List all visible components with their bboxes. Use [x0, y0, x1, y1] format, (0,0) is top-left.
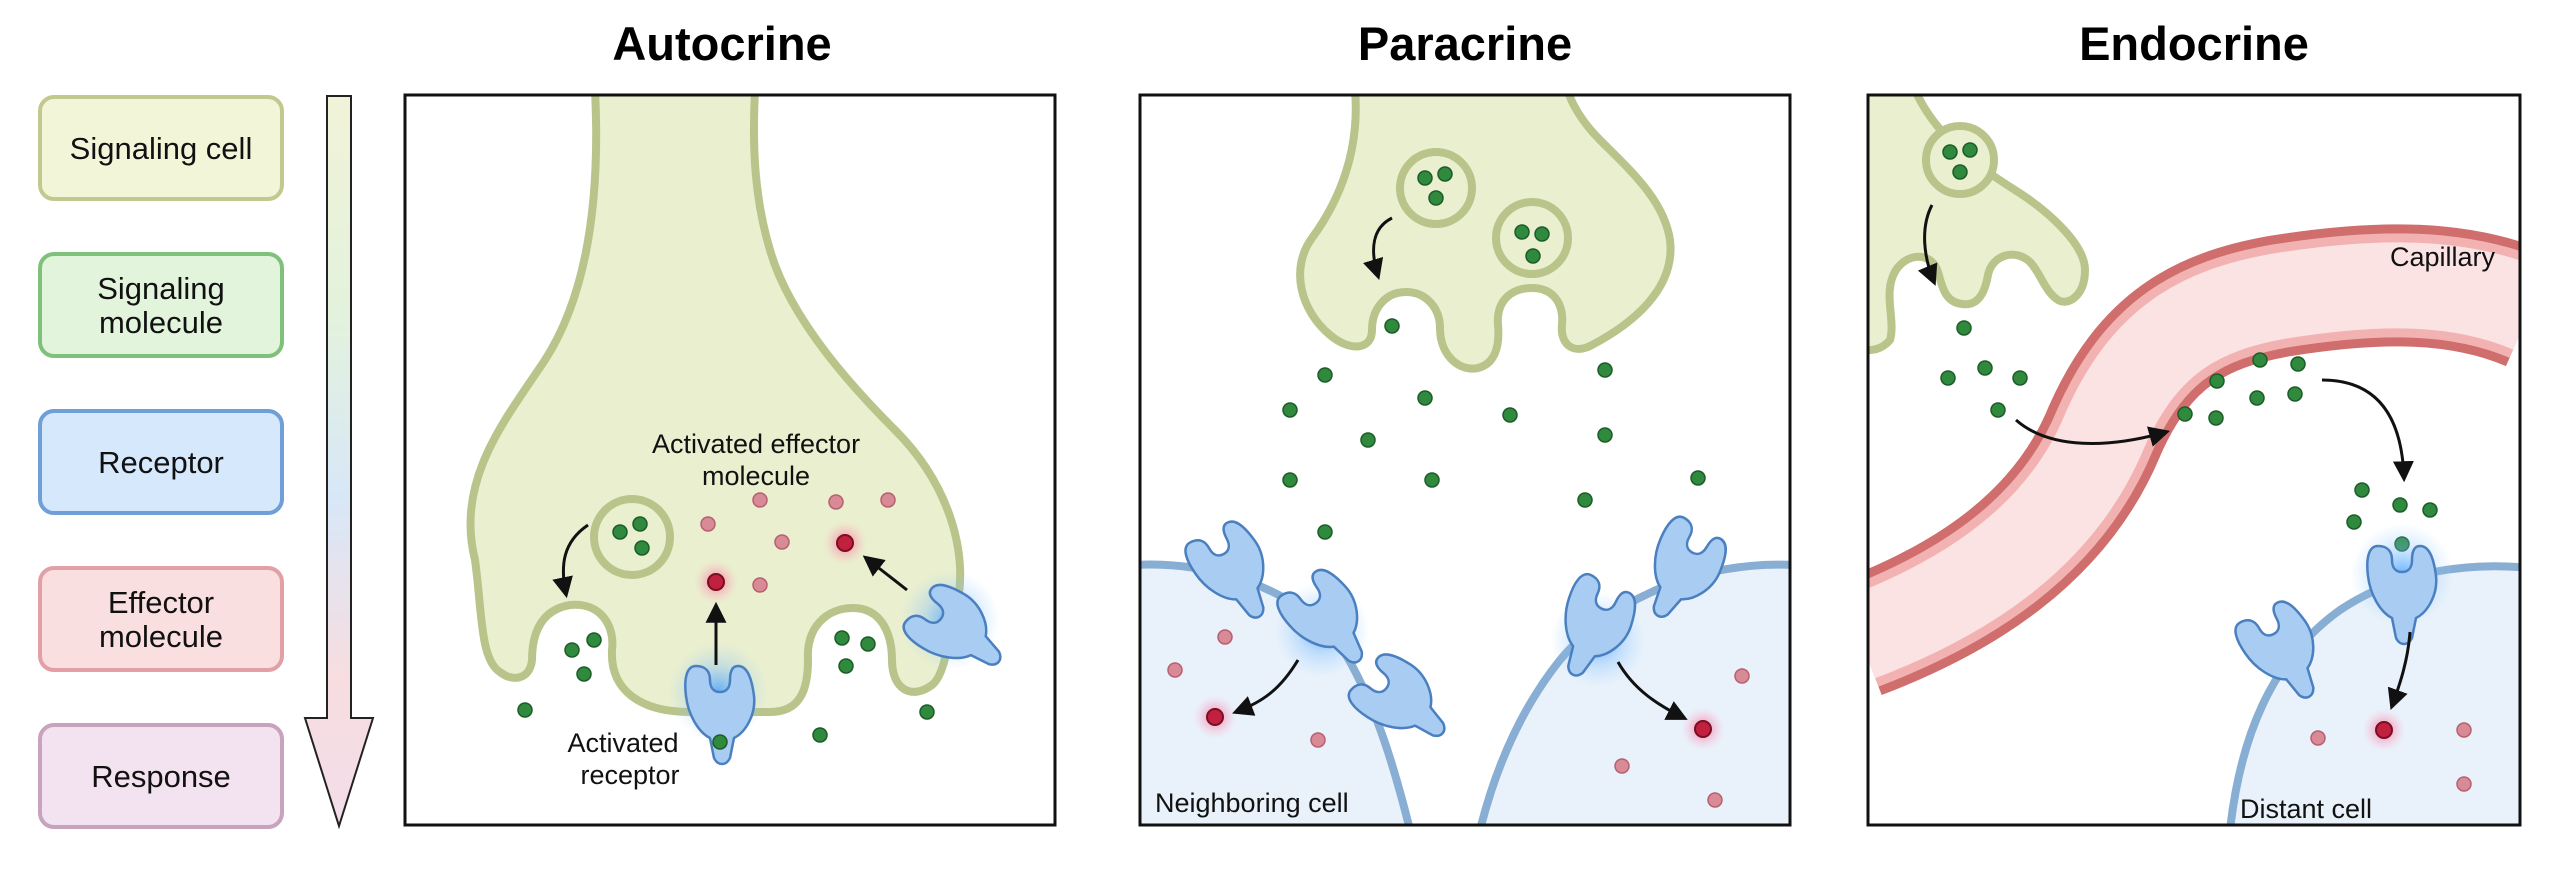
- arrow: [1232, 659, 1300, 716]
- legend-label: Receptor: [98, 445, 224, 480]
- arrow: [2015, 418, 2171, 447]
- legend-swatch: [38, 95, 284, 201]
- legend-label: Signaling cell: [70, 131, 253, 166]
- arrow: [1917, 204, 1938, 286]
- activated-effector-molecule: [2375, 721, 2393, 739]
- distant-cell-label: Distant cell: [2240, 794, 2372, 824]
- legend-swatch: [38, 252, 284, 358]
- panel-title-endocrine: Endocrine: [2079, 17, 2309, 70]
- legend-label: molecule: [99, 619, 223, 654]
- legend-label: Effector: [108, 585, 214, 620]
- arrow: [2387, 631, 2412, 710]
- legend-label: Response: [91, 759, 231, 794]
- activated-effector-label-line1: Activated effector: [652, 429, 860, 459]
- capillary-label: Capillary: [2390, 242, 2496, 272]
- legend-label: molecule: [99, 305, 223, 340]
- arrow: [1363, 216, 1393, 281]
- vesicle: [1492, 198, 1572, 278]
- legend-item-response: Response: [38, 723, 284, 829]
- vesicle: [1396, 148, 1476, 228]
- endocrine-panel: Capillary Distant cell: [1866, 93, 2522, 827]
- arrow: [2321, 378, 2414, 483]
- legend-swatch: [38, 566, 284, 672]
- signaling-cell: [1296, 95, 1675, 373]
- legend-swatch: [38, 409, 284, 515]
- panel-title-paracrine: Paracrine: [1358, 17, 1572, 70]
- arrow: [552, 523, 589, 599]
- activated-receptor-label-line1: Activated: [567, 728, 678, 758]
- legend-label: Signaling: [97, 271, 225, 306]
- autocrine-panel: Activated effector molecule Activated re…: [403, 93, 1057, 827]
- response-gradient-arrow: [303, 95, 375, 830]
- activated-effector-molecule: [707, 573, 725, 591]
- vesicle: [590, 495, 674, 579]
- legend: Signaling cellSignalingmoleculeReceptorE…: [38, 95, 375, 830]
- activated-effector-label-line2: molecule: [702, 461, 810, 491]
- activated-receptor-label-line2: receptor: [580, 760, 679, 790]
- activated-effector-molecule: [836, 534, 854, 552]
- effector-molecules: [2310, 722, 2472, 792]
- distant-cell: [2226, 562, 2520, 825]
- effector-molecules: [1167, 629, 1750, 808]
- arrow: [1616, 661, 1688, 720]
- legend-item-signaling-cell: Signaling cell: [38, 95, 284, 201]
- arrow: [862, 555, 908, 592]
- effector-molecules: [700, 492, 896, 593]
- activated-effector-molecule: [1694, 720, 1712, 738]
- legend-swatch: [38, 723, 284, 829]
- vesicle: [1922, 122, 1998, 198]
- panel-title-autocrine: Autocrine: [612, 17, 831, 70]
- activated-effector-molecule: [1206, 708, 1224, 726]
- signaling-molecule-group: [1940, 142, 2438, 552]
- legend-item-receptor: Receptor: [38, 409, 284, 515]
- neighboring-cell-label: Neighboring cell: [1155, 788, 1349, 818]
- paracrine-panel: Neighboring cell: [1138, 93, 1792, 827]
